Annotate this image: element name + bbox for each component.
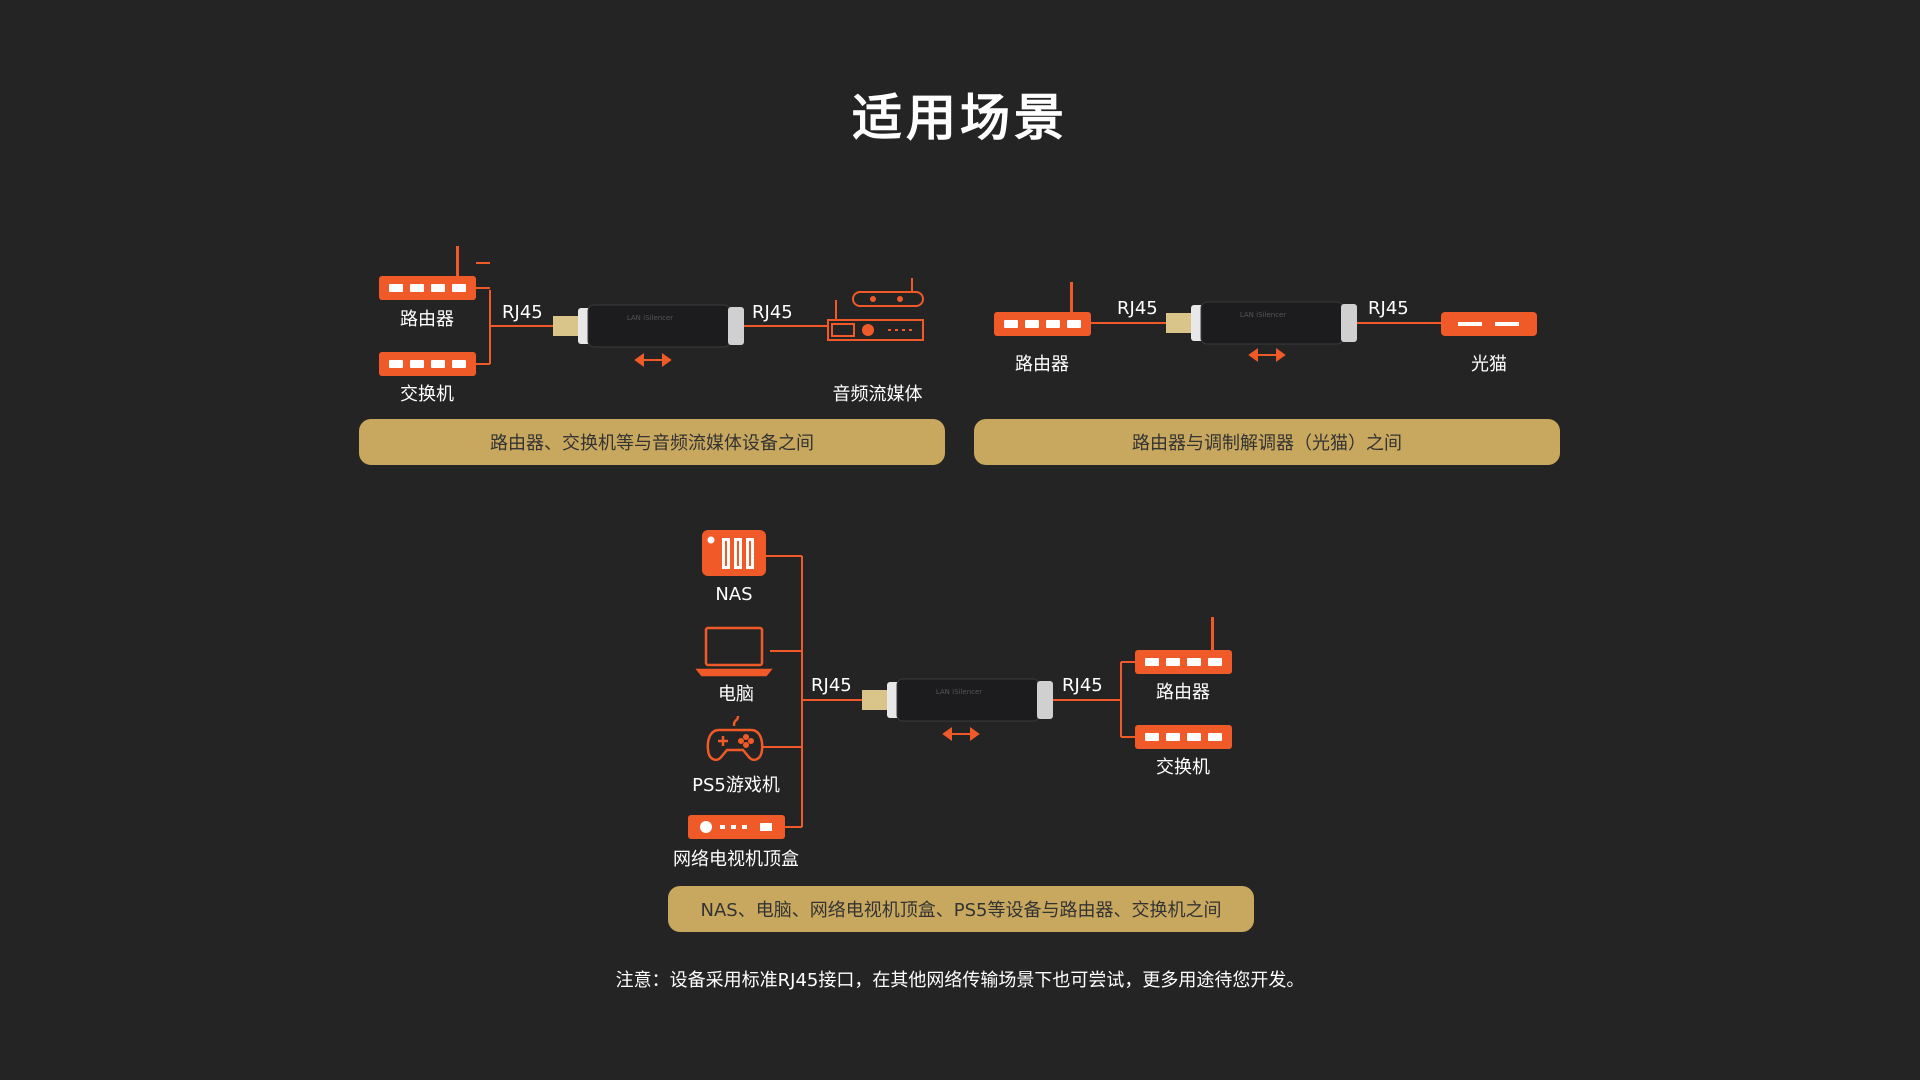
- label-rj45-left: RJ45: [1117, 298, 1158, 319]
- label-switch: 交换机: [1156, 757, 1210, 778]
- optical-modem-icon: [1441, 312, 1537, 336]
- lan-isolator-device: LAN iSilencer: [553, 304, 744, 348]
- label-optical-modem: 光猫: [1471, 354, 1507, 375]
- product-label: LAN iSilencer: [1240, 311, 1286, 319]
- label-router: 路由器: [1156, 682, 1210, 703]
- audio-streamer-icon: [827, 278, 924, 341]
- product-label: LAN iSilencer: [627, 314, 673, 322]
- nas-icon: [702, 530, 766, 576]
- footer-note: 注意：设备采用标准RJ45接口，在其他网络传输场景下也可尝试，更多用途待您开发。: [615, 970, 1305, 991]
- label-rj45-left: RJ45: [502, 302, 543, 323]
- router-icon: [994, 282, 1091, 336]
- label-rj45-left: RJ45: [811, 675, 852, 696]
- scenario-1-caption: 路由器、交换机等与音频流媒体设备之间: [359, 419, 945, 465]
- lan-isolator-device: LAN iSilencer: [862, 678, 1053, 722]
- label-audio-streamer: 音频流媒体: [832, 384, 923, 405]
- connector-lines: [763, 555, 1135, 828]
- switch-icon: [1135, 725, 1232, 749]
- label-rj45-right: RJ45: [1062, 675, 1103, 696]
- product-label: LAN iSilencer: [936, 688, 982, 696]
- label-rj45-right: RJ45: [752, 302, 793, 323]
- label-nas: NAS: [715, 584, 753, 605]
- switch-icon: [379, 352, 476, 376]
- scenario-2-caption: 路由器与调制解调器（光猫）之间: [974, 419, 1560, 465]
- label-rj45-right: RJ45: [1368, 298, 1409, 319]
- label-router: 路由器: [400, 309, 454, 330]
- set-top-box-icon: [688, 815, 785, 839]
- label-switch: 交换机: [400, 384, 454, 405]
- double-arrow-icon: [942, 727, 980, 741]
- double-arrow-icon: [634, 353, 672, 367]
- router-icon: [379, 246, 490, 300]
- page-title: 适用场景: [852, 89, 1068, 147]
- laptop-icon: [695, 626, 773, 677]
- gamepad-icon: [706, 715, 764, 762]
- scenario-3-caption: NAS、电脑、网络电视机顶盒、PS5等设备与路由器、交换机之间: [668, 886, 1254, 932]
- label-set-top-box: 网络电视机顶盒: [673, 849, 799, 870]
- label-router: 路由器: [1015, 354, 1069, 375]
- lan-isolator-device: LAN iSilencer: [1166, 301, 1357, 345]
- router-icon: [1135, 617, 1232, 674]
- connector-lines: [476, 287, 828, 365]
- double-arrow-icon: [1248, 348, 1286, 362]
- label-ps5: PS5游戏机: [692, 775, 780, 796]
- label-computer: 电脑: [718, 684, 754, 705]
